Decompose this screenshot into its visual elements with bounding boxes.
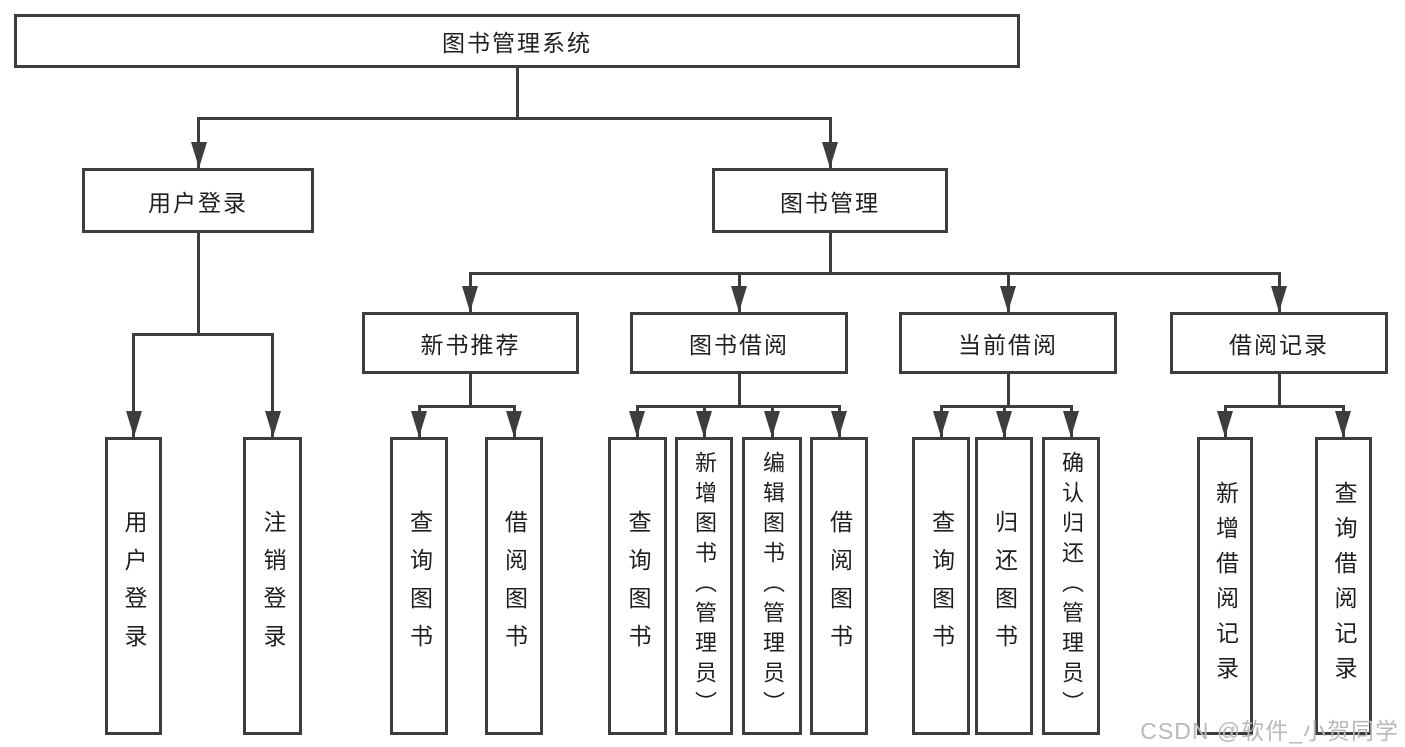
csdn-watermark: CSDN @软件_小贺同学 xyxy=(1140,718,1399,744)
node-book-borrow: 图书借阅 xyxy=(630,312,848,374)
arrow-down-icon xyxy=(1217,411,1233,437)
leaf-query-borrow-record: 查询借阅记录 xyxy=(1315,437,1372,735)
arrow-down-icon xyxy=(1335,411,1351,437)
leaf-confirm-return-admin: 确认归还（管理员） xyxy=(1042,437,1100,735)
arrow-down-icon xyxy=(996,411,1012,437)
node-new-book-recommend: 新书推荐 xyxy=(362,312,579,374)
connector xyxy=(738,374,741,407)
node-label: 用户登录 xyxy=(148,189,248,216)
arrow-down-icon xyxy=(506,411,522,437)
leaf-label: 归还图书 xyxy=(991,510,1018,662)
leaf-label: 用户登录 xyxy=(121,510,147,662)
leaf-edit-book-admin: 编辑图书（管理员） xyxy=(742,437,802,735)
leaf-label: 借阅图书 xyxy=(826,510,853,662)
connector xyxy=(418,405,516,408)
arrow-down-icon xyxy=(191,142,207,168)
leaf-query-book-recommend: 查询图书 xyxy=(390,437,448,735)
leaf-return-book: 归还图书 xyxy=(975,437,1033,735)
leaf-add-borrow-record: 新增借阅记录 xyxy=(1197,437,1253,735)
arrow-down-icon xyxy=(696,411,712,437)
leaf-query-book-current: 查询图书 xyxy=(912,437,970,735)
connector xyxy=(1224,405,1345,408)
leaf-label: 查询图书 xyxy=(625,510,651,662)
node-label: 图书管理 xyxy=(780,189,880,216)
arrow-down-icon xyxy=(831,411,847,437)
arrow-down-icon xyxy=(1271,286,1287,312)
arrow-down-icon xyxy=(411,411,427,437)
leaf-label: 编辑图书（管理员） xyxy=(760,451,785,721)
leaf-add-book-admin: 新增图书（管理员） xyxy=(675,437,733,735)
node-label: 新书推荐 xyxy=(420,332,521,358)
arrow-down-icon xyxy=(462,286,478,312)
arrow-down-icon xyxy=(265,411,281,437)
leaf-query-book-borrow: 查询图书 xyxy=(608,437,667,735)
leaf-label: 借阅图书 xyxy=(501,510,528,662)
connector xyxy=(469,272,1281,275)
connector xyxy=(132,333,274,336)
node-borrow-record: 借阅记录 xyxy=(1170,312,1388,374)
connector xyxy=(636,405,840,408)
connector xyxy=(940,405,1073,408)
node-root: 图书管理系统 xyxy=(14,14,1020,68)
leaf-label: 确认归还（管理员） xyxy=(1059,451,1084,721)
leaf-logout: 注销登录 xyxy=(243,437,302,735)
arrow-down-icon xyxy=(822,142,838,168)
node-label: 图书借阅 xyxy=(689,332,789,358)
node-root-label: 图书管理系统 xyxy=(442,30,592,56)
node-label: 借阅记录 xyxy=(1229,332,1329,358)
arrow-down-icon xyxy=(1000,286,1016,312)
leaf-user-login: 用户登录 xyxy=(105,437,162,735)
arrow-down-icon xyxy=(1063,411,1079,437)
arrow-down-icon xyxy=(933,411,949,437)
leaf-label: 新增图书（管理员） xyxy=(692,451,717,721)
arrow-down-icon xyxy=(629,411,645,437)
arrow-down-icon xyxy=(126,411,142,437)
arrow-down-icon xyxy=(764,411,780,437)
leaf-label: 查询借阅记录 xyxy=(1331,481,1357,691)
node-user-login: 用户登录 xyxy=(82,168,314,233)
leaf-label: 查询图书 xyxy=(406,510,433,662)
connector xyxy=(132,333,135,437)
node-current-borrow: 当前借阅 xyxy=(899,312,1117,374)
leaf-label: 新增借阅记录 xyxy=(1212,481,1239,691)
leaf-label: 查询图书 xyxy=(928,510,955,662)
leaf-borrow-book-recommend: 借阅图书 xyxy=(485,437,543,735)
connector xyxy=(516,66,519,119)
node-label: 当前借阅 xyxy=(958,332,1058,358)
connector xyxy=(829,233,832,274)
connector xyxy=(469,374,472,407)
connector xyxy=(1007,374,1010,407)
arrow-down-icon xyxy=(731,286,747,312)
connector xyxy=(197,117,832,120)
connector xyxy=(197,233,200,335)
connector xyxy=(1278,374,1281,407)
leaf-borrow-book: 借阅图书 xyxy=(810,437,868,735)
connector xyxy=(271,333,274,437)
node-book-management: 图书管理 xyxy=(712,168,948,233)
leaf-label: 注销登录 xyxy=(260,510,286,662)
